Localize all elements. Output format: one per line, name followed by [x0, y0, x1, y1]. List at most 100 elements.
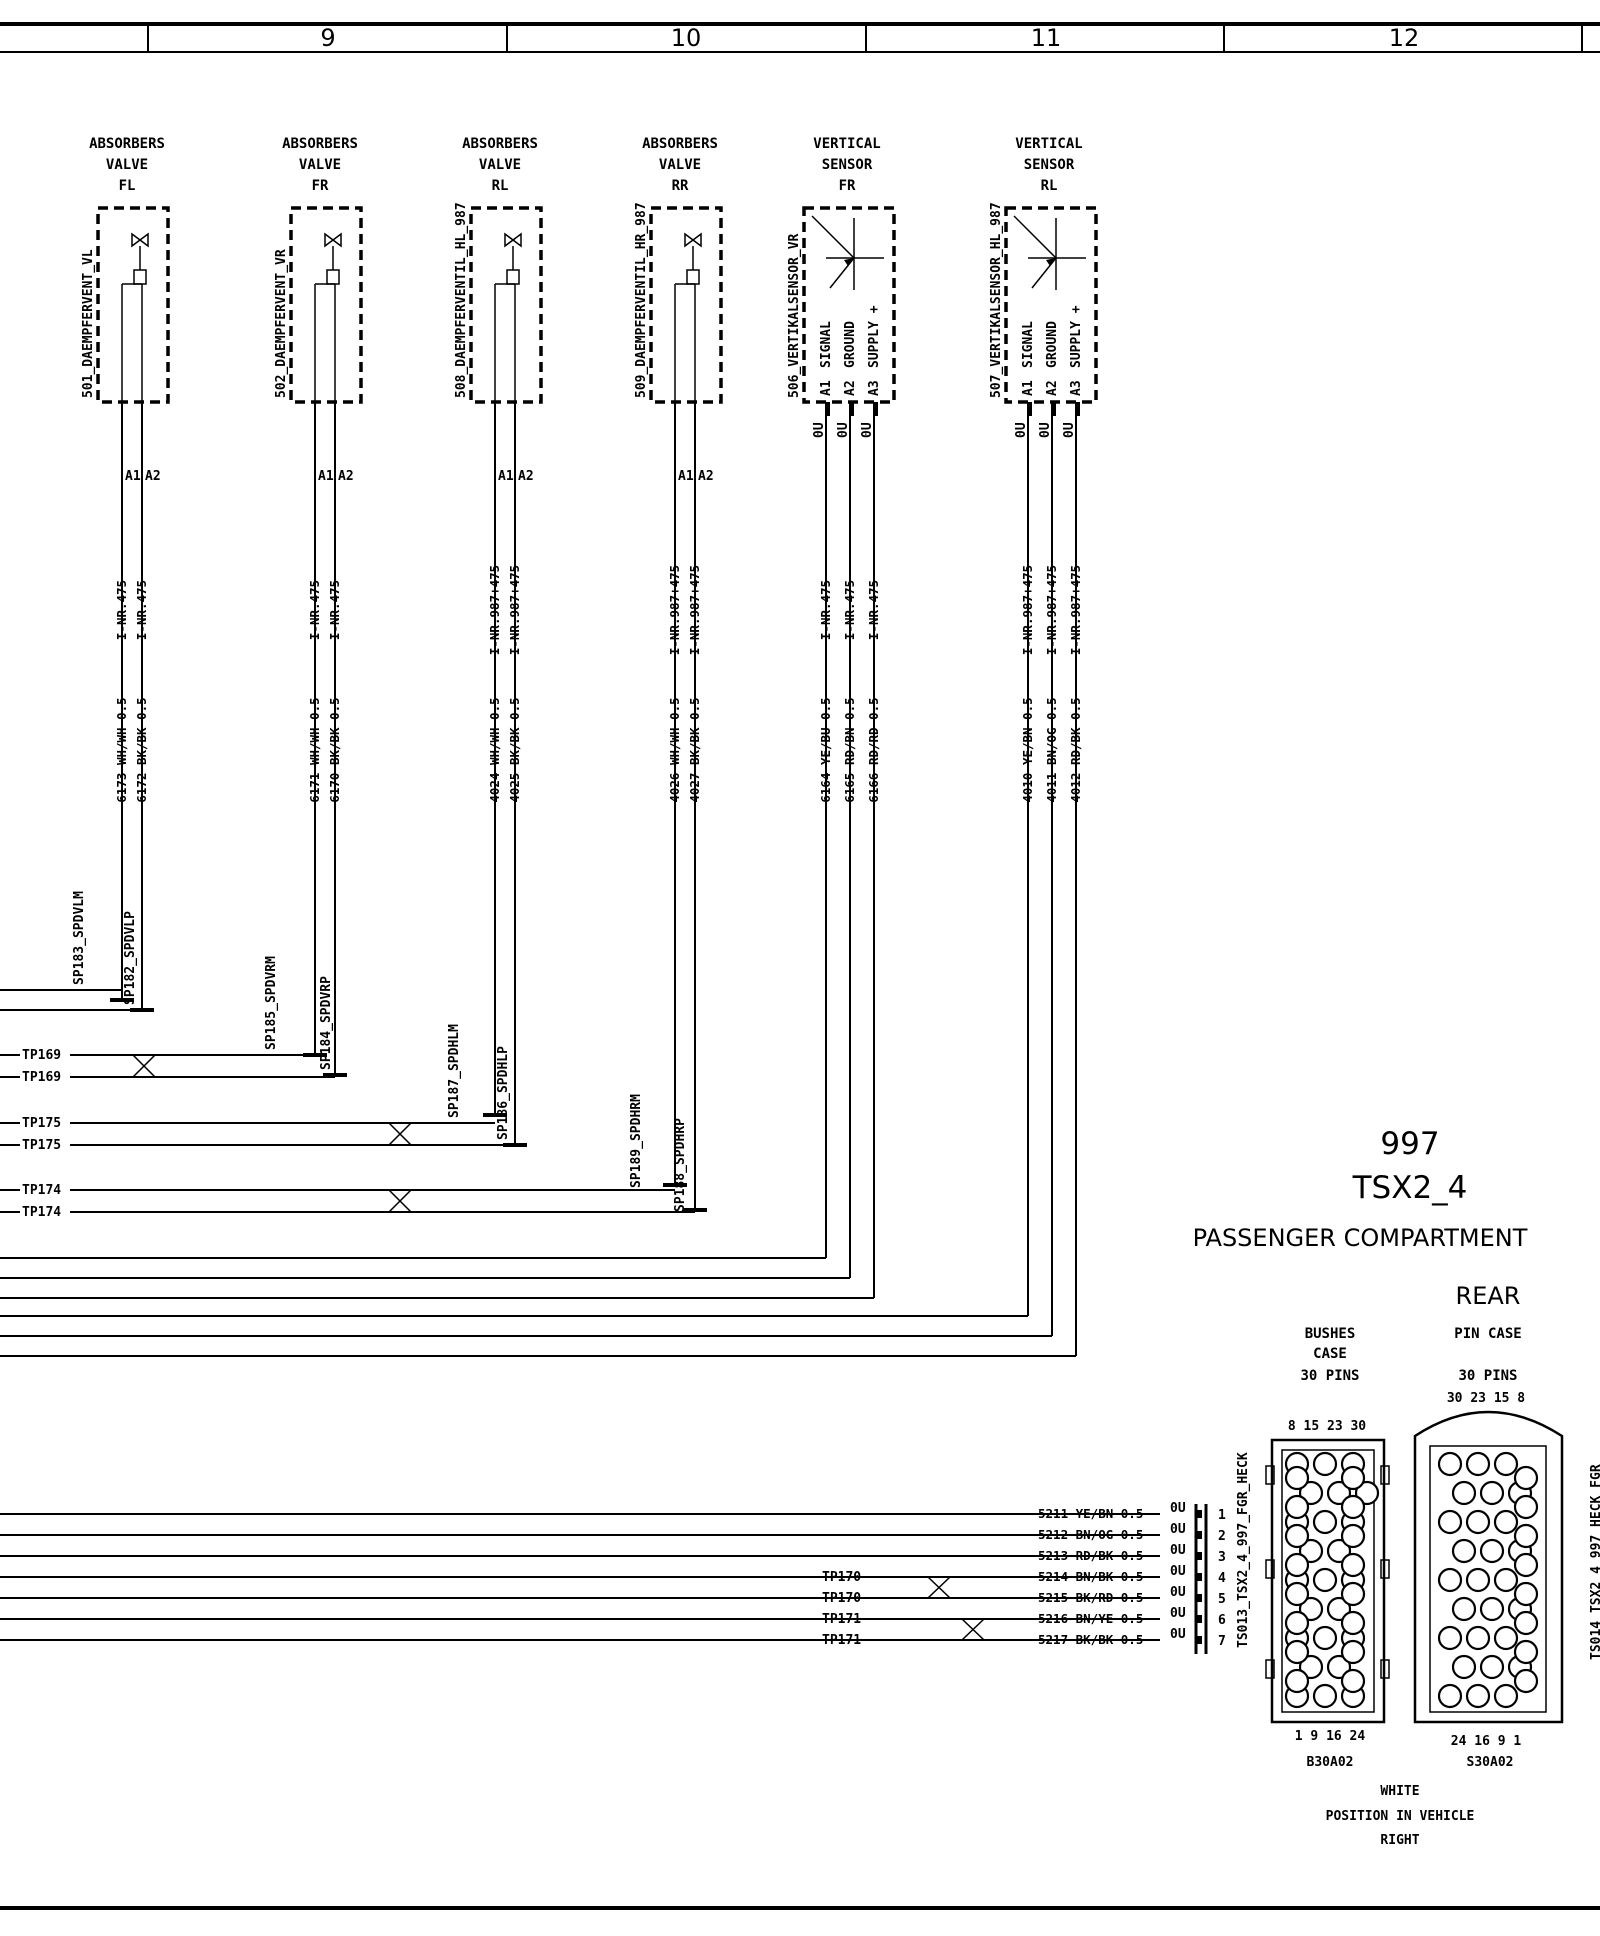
wire-end-label: 0U — [1170, 1585, 1186, 1600]
wire-end-label: 0U — [1170, 1627, 1186, 1642]
pin-case-pin — [1465, 1683, 1491, 1709]
bushes-pin — [1312, 1625, 1338, 1651]
case-latch — [1265, 1465, 1275, 1485]
wire-label: 4025 BK/BK 0.5 — [507, 697, 522, 802]
pin-case-pin — [1493, 1567, 1519, 1593]
sensor-symbol-icon — [811, 215, 855, 259]
device-label: 509_DAEMPFERVENTIL_HR_987 — [634, 202, 649, 398]
wire-code: I-NR.475 — [818, 580, 833, 640]
valve-box — [469, 206, 543, 404]
wire-label: 4011 BN/OG 0.5 — [1044, 697, 1059, 802]
pin-case-pin — [1437, 1451, 1463, 1477]
pin-label: A1 — [498, 469, 514, 484]
wire-end-label: 0U — [1038, 422, 1053, 438]
bushes-bottom-numbers: 1 9 16 24 — [1295, 1729, 1366, 1744]
connector-left-label: TS013_TSX2_4_997_FGR_HECK — [1236, 1452, 1251, 1648]
bushes-pin — [1340, 1552, 1366, 1578]
device-label: 501_DAEMPFERVENT_VL — [81, 249, 96, 398]
valve-box — [649, 206, 723, 404]
bushes-pin — [1340, 1668, 1366, 1694]
twist-label: TP171 — [822, 1612, 861, 1627]
valve-symbol-icon — [684, 232, 702, 248]
splice-label: SP185_SPDVRM — [264, 956, 279, 1050]
bushes-pin — [1284, 1668, 1310, 1694]
twist-symbol — [387, 1122, 413, 1146]
pin-number: 6 — [1218, 1613, 1226, 1628]
pin-case-pin — [1513, 1523, 1539, 1549]
wire-label: 5217 BK/BK 0.5 — [1038, 1632, 1143, 1647]
pin-label: A2 — [338, 469, 354, 484]
component-title: VALVE — [106, 157, 148, 173]
pin-number: 7 — [1218, 1634, 1226, 1649]
component-title: VERTICAL — [1015, 136, 1082, 152]
pin-case-part: S30A02 — [1467, 1755, 1514, 1770]
wire-label: 5216 BN/YE 0.5 — [1038, 1611, 1143, 1626]
splice-label: SP189_SPDHRM — [629, 1094, 644, 1188]
pin-label: A1 — [318, 469, 334, 484]
wire-label: 5213 RD/BK 0.5 — [1038, 1548, 1143, 1563]
wire-label: 4024 WH/WH 0.5 — [487, 697, 502, 802]
sensor-function-label: GROUND — [843, 321, 858, 368]
connector-right-label: TS014_TSX2_4_997_HECK_FGR — [1589, 1464, 1600, 1660]
bushes-case-inner — [1281, 1449, 1375, 1713]
device-label: 507_VERTIKALSENSOR_HL_987 — [989, 202, 1004, 398]
sensor-box — [1004, 206, 1098, 404]
bushes-part: B30A02 — [1307, 1755, 1354, 1770]
case-latch — [1265, 1659, 1275, 1679]
bushes-pin — [1284, 1523, 1310, 1549]
wire-code: I-NR.475 — [866, 580, 881, 640]
wire-code: I-NR.987+475 — [687, 565, 702, 655]
pin-case-bottom-numbers: 24 16 9 1 — [1451, 1734, 1522, 1749]
wire-label: 4026 WH/WH 0.5 — [667, 697, 682, 802]
wire-label: 6173 WH/WH 0.5 — [114, 697, 129, 802]
wire-label: 6164 YE/BU 0.5 — [818, 697, 833, 802]
pin-case-pin — [1493, 1451, 1519, 1477]
wire-label: 4027 BK/BK 0.5 — [687, 697, 702, 802]
valve-symbol-icon — [504, 232, 522, 248]
pin-case-pin — [1493, 1625, 1519, 1651]
twist-label: TP170 — [822, 1570, 861, 1585]
sensor-box — [802, 206, 896, 404]
pin-case-pin — [1513, 1668, 1539, 1694]
connector-pin — [1196, 1636, 1202, 1644]
bushes-pin — [1340, 1639, 1366, 1665]
pin-number: 2 — [1218, 1529, 1226, 1544]
wire-code: I-NR.987+475 — [667, 565, 682, 655]
twist-label: TP169 — [22, 1070, 61, 1085]
wire-label: 5215 BK/RD 0.5 — [1038, 1590, 1143, 1605]
pin-number: 1 — [1218, 1508, 1226, 1523]
station-area: PASSENGER COMPARTMENT — [1193, 1224, 1528, 1252]
bushes-pin — [1312, 1451, 1338, 1477]
bushes-pin — [1284, 1581, 1310, 1607]
twist-symbol — [387, 1189, 413, 1213]
component-title: FL — [119, 178, 136, 194]
pin-number: 5 — [1218, 1592, 1226, 1607]
pin-case-pin — [1513, 1581, 1539, 1607]
position-note: POSITION IN VEHICLE — [1326, 1809, 1475, 1824]
case-latch — [1380, 1559, 1390, 1579]
grid-column-number: 9 — [320, 24, 335, 52]
pin-case-pin — [1479, 1654, 1505, 1680]
pin-case-pin — [1513, 1610, 1539, 1636]
bushes-pin — [1284, 1552, 1310, 1578]
wire-end-label: 0U — [1170, 1543, 1186, 1558]
twist-symbol — [926, 1576, 952, 1599]
wire-code: I-NR.987+475 — [1044, 565, 1059, 655]
case-latch — [1380, 1659, 1390, 1679]
connector-pin — [1196, 1531, 1202, 1539]
device-label: 506_VERTIKALSENSOR_VR — [787, 233, 802, 398]
pin-number: 4 — [1218, 1571, 1226, 1586]
bushes-pin — [1340, 1610, 1366, 1636]
wire-label: 6172 BK/BK 0.5 — [134, 697, 149, 802]
sensor-symbol-icon — [1013, 215, 1057, 259]
sensor-function-label: SIGNAL — [1021, 321, 1036, 368]
component-title: FR — [312, 178, 329, 194]
twist-label: TP174 — [22, 1205, 61, 1220]
connector-pin — [1196, 1552, 1202, 1560]
splice-label: SP183_SPDVLM — [72, 891, 87, 985]
sensor-function-label: GROUND — [1045, 321, 1060, 368]
pin-case-pin — [1437, 1567, 1463, 1593]
pin-label: A3 — [867, 380, 882, 396]
connector-pin — [1196, 1615, 1202, 1623]
